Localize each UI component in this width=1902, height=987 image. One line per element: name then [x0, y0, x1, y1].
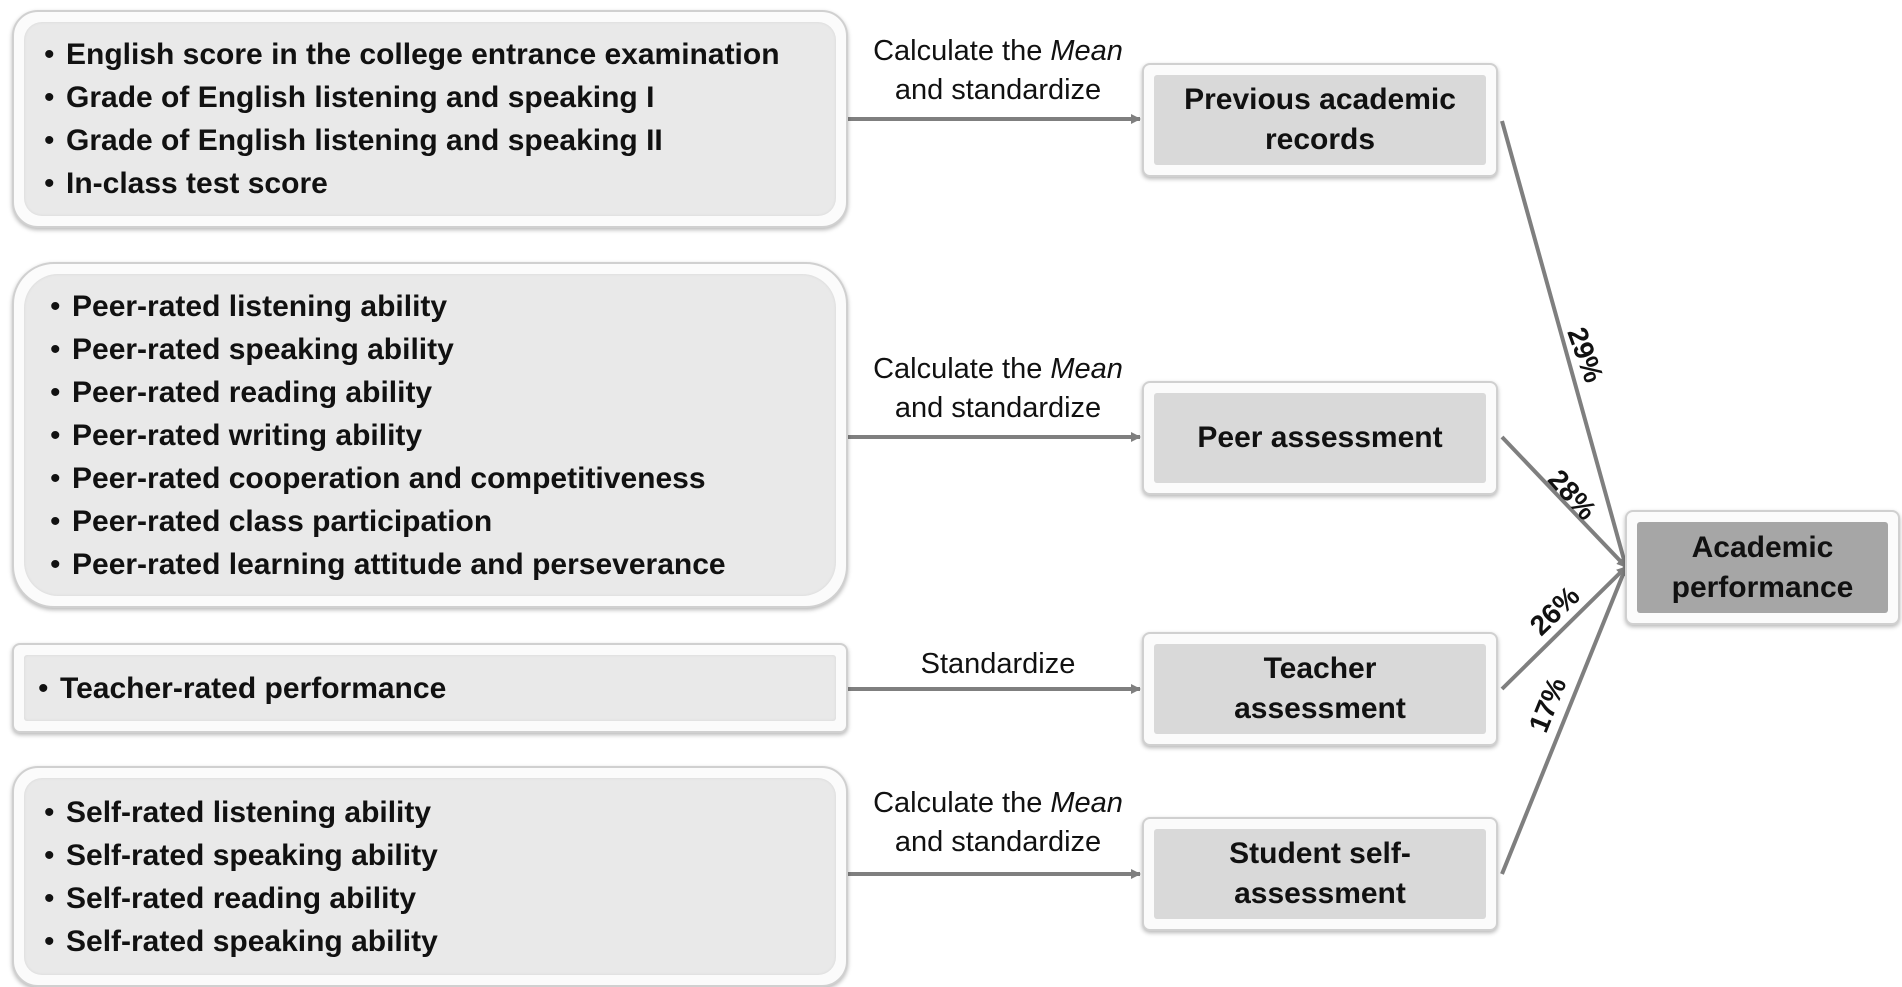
list-item: Self-rated listening ability [44, 791, 836, 834]
node-teacher-assessment: Teacher assessment [1142, 632, 1498, 746]
arrow-peer-to-result [1500, 435, 1628, 569]
edge-label-line2: and standardize [894, 392, 1102, 424]
list-item: Grade of English listening and speaking … [44, 119, 836, 162]
list-item: Self-rated reading ability [44, 877, 836, 920]
edge-label-previous: Calculate the Mean and standardize [848, 32, 1148, 110]
node-label: Previous academic records [1154, 75, 1486, 165]
edge-label-italic: Mean [1050, 35, 1123, 67]
arrow-teacher-to-result [1500, 565, 1628, 691]
edge-label-self: Calculate the Mean and standardize [848, 784, 1148, 862]
node-peer-assessment: Peer assessment [1142, 381, 1498, 495]
node-label: Peer assessment [1154, 393, 1486, 483]
edge-label-line2: and standardize [894, 826, 1102, 858]
node-label: Teacher assessment [1154, 644, 1486, 734]
list-item: Peer-rated writing ability [50, 414, 836, 457]
arrow-self-to-result [1500, 566, 1628, 875]
edge-label-text: Calculate the [873, 353, 1051, 385]
list-item: Grade of English listening and speaking … [44, 76, 836, 119]
input-group-peer: Peer-rated listening abilityPeer-rated s… [12, 262, 848, 608]
list-item: Peer-rated class participation [50, 500, 836, 543]
node-label: Student self-assessment [1154, 829, 1486, 919]
list-item: Peer-rated reading ability [50, 371, 836, 414]
list-item: Peer-rated listening ability [50, 285, 836, 328]
edge-label-text: Standardize [920, 648, 1076, 680]
item-list: Peer-rated listening abilityPeer-rated s… [50, 285, 836, 586]
node-academic-performance: Academic performance [1625, 510, 1900, 625]
item-list: English score in the college entrance ex… [44, 33, 836, 205]
edge-label-italic: Mean [1050, 787, 1123, 819]
list-item: Peer-rated speaking ability [50, 328, 836, 371]
input-group-previous: English score in the college entrance ex… [12, 10, 848, 228]
list-item: Teacher-rated performance [38, 667, 836, 710]
result-label: Academic performance [1637, 522, 1888, 613]
edge-label-text: Calculate the [873, 787, 1051, 819]
list-item: Peer-rated cooperation and competitivene… [50, 457, 836, 500]
edge-label-teacher: Standardize [848, 645, 1148, 684]
edge-label-text: Calculate the [873, 35, 1051, 67]
list-item: In-class test score [44, 162, 836, 205]
edge-label-peer: Calculate the Mean and standardize [848, 350, 1148, 428]
list-item: English score in the college entrance ex… [44, 33, 836, 76]
node-previous-academic-records: Previous academic records [1142, 63, 1498, 177]
item-list: Teacher-rated performance [38, 667, 836, 710]
arrow-previous-to-result [1500, 120, 1629, 568]
edge-label-italic: Mean [1050, 353, 1123, 385]
list-item: Self-rated speaking ability [44, 834, 836, 877]
item-list: Self-rated listening abilitySelf-rated s… [44, 791, 836, 963]
input-group-teacher: Teacher-rated performance [12, 643, 848, 733]
node-student-self-assessment: Student self-assessment [1142, 817, 1498, 931]
list-item: Self-rated speaking ability [44, 920, 836, 963]
edge-label-line2: and standardize [894, 74, 1102, 106]
input-group-self: Self-rated listening abilitySelf-rated s… [12, 766, 848, 987]
list-item: Peer-rated learning attitude and perseve… [50, 543, 836, 586]
